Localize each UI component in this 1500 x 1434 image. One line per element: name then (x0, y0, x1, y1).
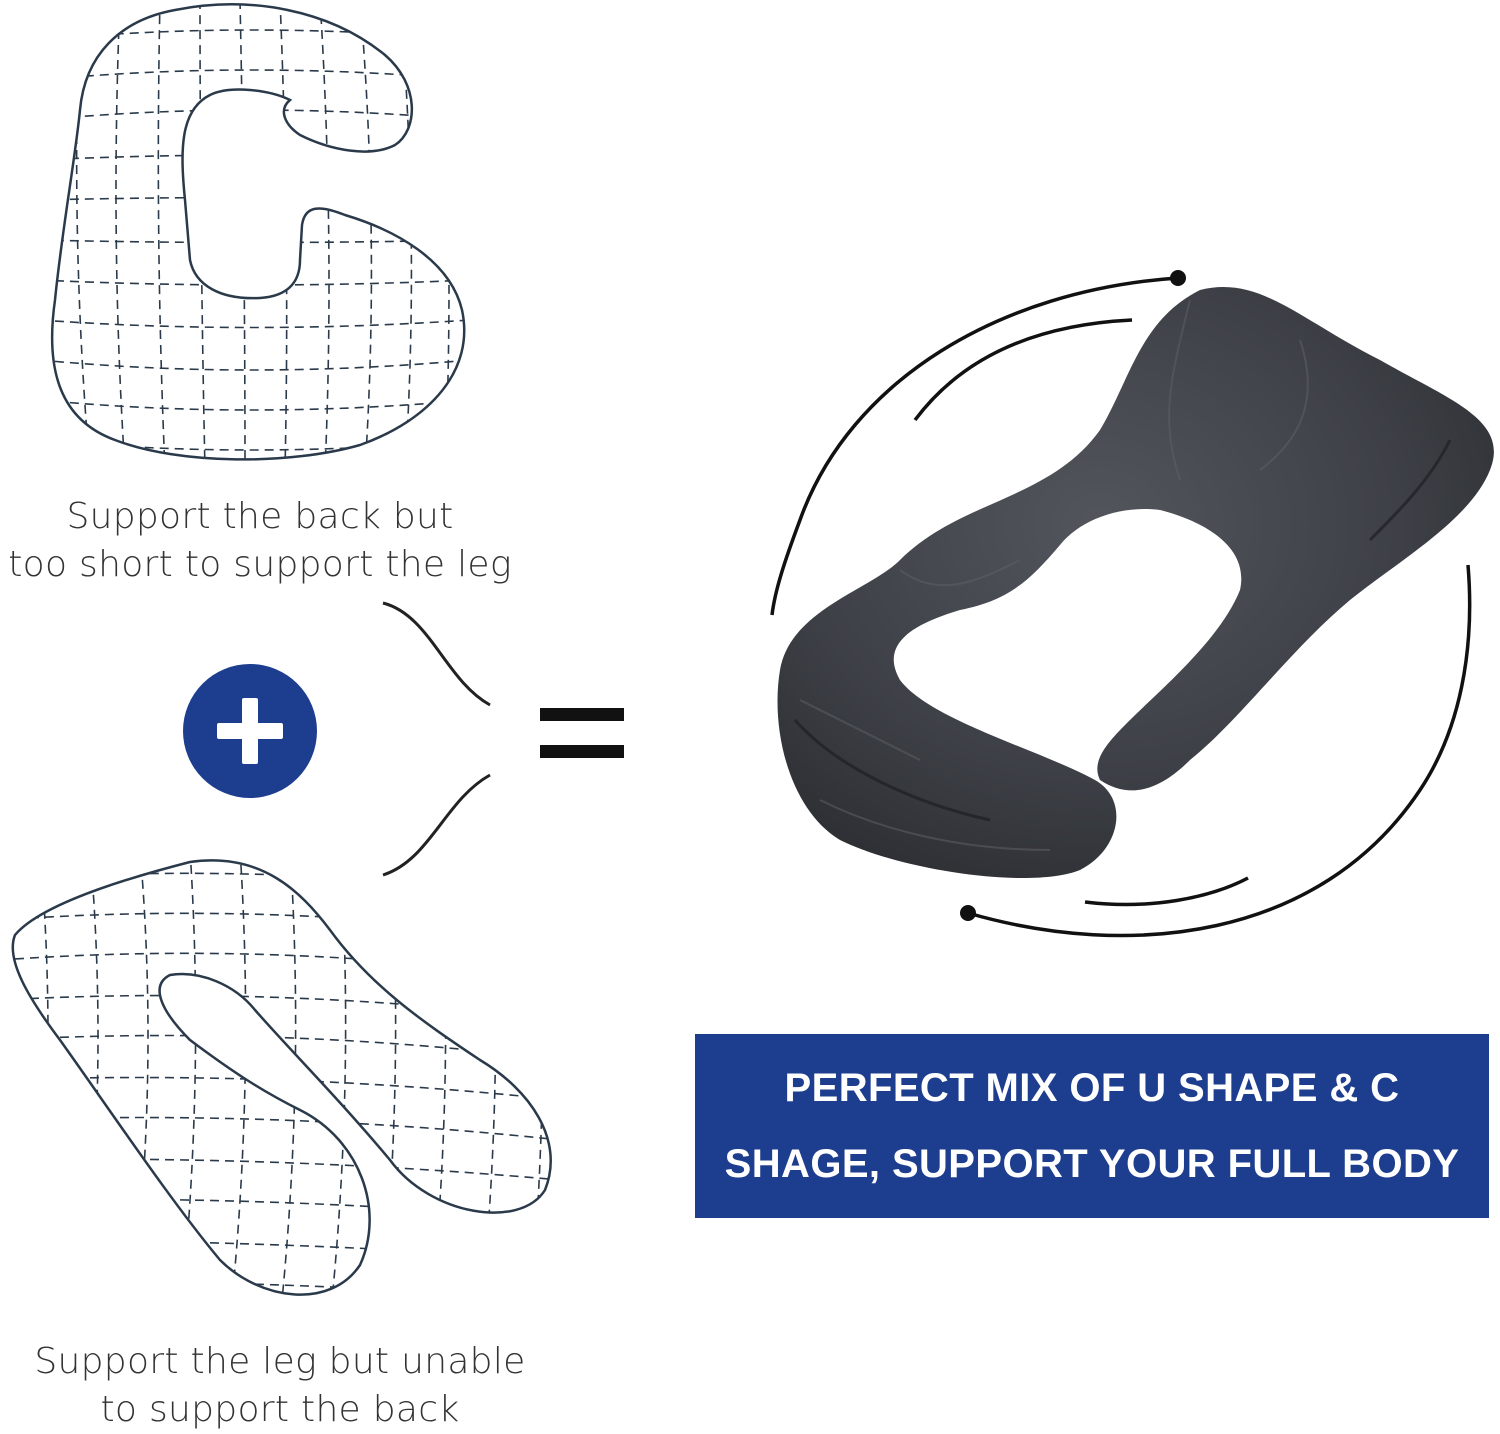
c-shape-caption: Support the back but too short to suppor… (0, 493, 520, 589)
c-shape-caption-line2: too short to support the leg (8, 544, 512, 585)
c-shape-caption-line1: Support the back but (66, 496, 454, 537)
u-shape-caption: Support the leg but unable to support th… (20, 1338, 540, 1434)
c-shape-pillow-sketch (50, 3, 466, 461)
connector-curves (382, 601, 491, 877)
feature-banner: PERFECT MIX OF U SHAPE & C SHAGE, SUPPOR… (695, 1034, 1489, 1218)
plus-icon (183, 664, 317, 798)
banner-line2: SHAGE, SUPPORT YOUR FULL BODY (724, 1142, 1460, 1186)
u-shape-caption-line2: to support the back (100, 1389, 460, 1430)
equals-icon (540, 708, 624, 758)
u-shape-pillow-sketch (11, 859, 552, 1296)
rotation-arcs (770, 270, 1472, 938)
pillow-product-image (777, 287, 1494, 879)
u-shape-caption-line1: Support the leg but unable (34, 1341, 526, 1382)
banner-line1: PERFECT MIX OF U SHAPE & C (784, 1066, 1400, 1110)
